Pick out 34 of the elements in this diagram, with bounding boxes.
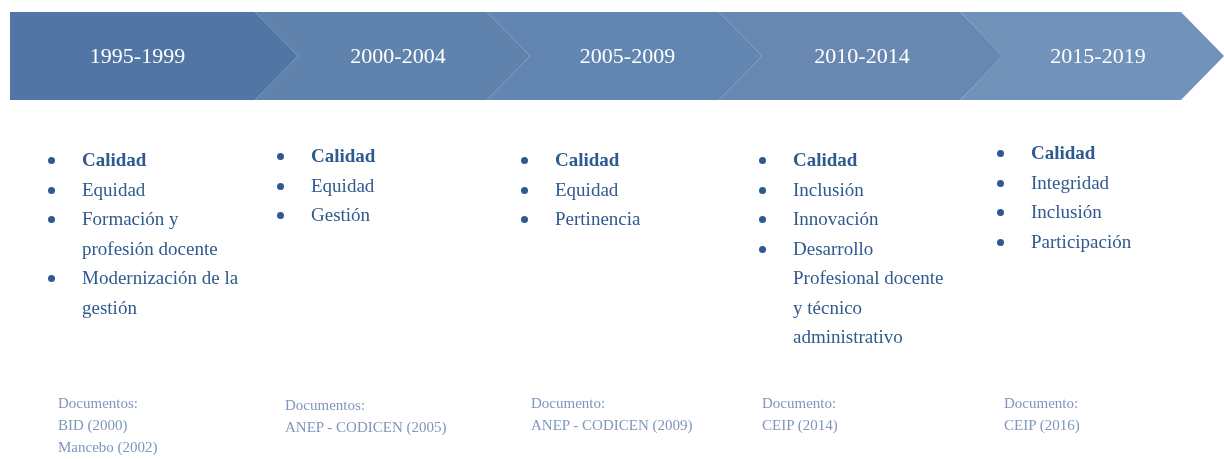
bullet-item: Inclusión [760,174,953,204]
period-label: 2015-2019 [1049,43,1147,69]
bullet-item: Desarrollo Profesional docente y técnico administrativo [760,233,953,352]
bullet-item: Formación y profesión docente [49,204,247,263]
document-note: Documentos: [285,396,365,415]
bullet-item: Modernización de la gestión [49,263,247,322]
document-note: CEIP (2014) [762,416,838,435]
period-label: 2000-2004 [349,43,447,69]
document-note: Documento: [762,394,837,413]
document-note: Documento: [531,394,606,413]
bullet-item: Calidad [278,141,478,171]
bullet-item: Calidad [49,145,247,175]
bullet-item: Participación [998,226,1198,256]
period-label: 2005-2009 [578,43,677,69]
bullet-item: Gestión [278,200,478,230]
document-note: BID (2000) [58,416,128,435]
period-label: 2010-2014 [813,43,911,69]
document-note: ANEP - CODICEN (2005) [285,418,447,437]
bullet-item: Integridad [998,167,1198,197]
bullet-item: Calidad [522,145,722,175]
bullet-item: Calidad [998,138,1198,168]
document-note: Documento: [1004,394,1079,413]
document-note: CEIP (2016) [1004,416,1080,435]
bullet-item: Equidad [278,170,478,200]
document-note: ANEP - CODICEN (2009) [531,416,693,435]
bullet-item: Equidad [522,174,722,204]
bullet-item: Inclusión [998,197,1198,227]
period-label: 1995-1999 [88,43,187,69]
document-note: Mancebo (2002) [58,438,158,457]
document-note: Documentos: [58,394,138,413]
bullet-item: Equidad [49,174,247,204]
bullet-item: Calidad [760,145,953,175]
bullet-item: Innovación [760,204,953,234]
bullet-item: Pertinencia [522,204,722,234]
